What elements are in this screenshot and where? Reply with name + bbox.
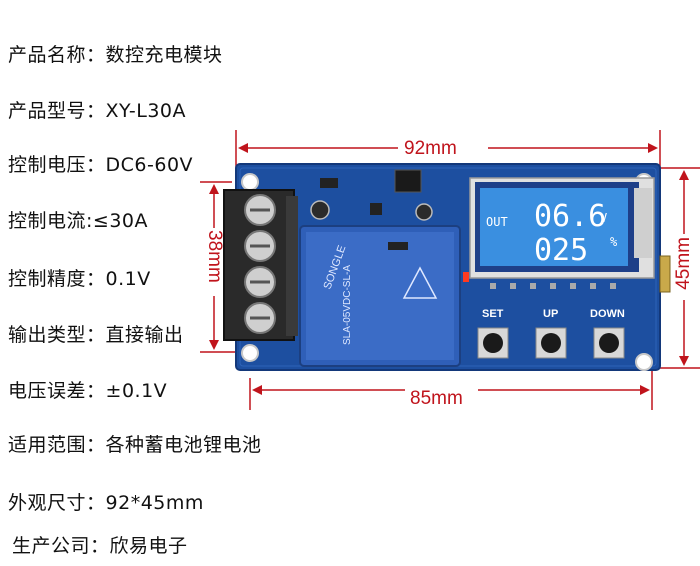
spec-value: XY-L30A — [105, 100, 187, 122]
mounting-hole — [241, 344, 259, 362]
dimension-right-height: 45mm — [673, 237, 694, 290]
spec-voltage-error: 电压误差：±0.1V — [8, 380, 168, 402]
spec-control-voltage: 控制电压：DC6-60V — [8, 154, 194, 176]
spec-label: 控制电流 — [8, 210, 87, 232]
spec-model: 产品型号：XY-L30A — [8, 100, 187, 122]
dimension-lines — [200, 130, 700, 410]
spec-value: DC6-60V — [105, 154, 194, 176]
relay: SONGLE SLA-05VDC-SL-A — [299, 225, 461, 367]
set-button-label: SET — [482, 308, 504, 320]
up-button-label: UP — [543, 308, 559, 320]
spec-product-name: 产品名称：数控充电模块 — [8, 44, 223, 66]
spec-label: 产品型号 — [8, 100, 87, 122]
spec-label: 产品名称 — [8, 44, 87, 66]
lcd-percent-unit: % — [610, 235, 618, 249]
up-button[interactable] — [535, 327, 567, 359]
led — [463, 272, 469, 282]
transistor — [370, 203, 382, 215]
spec-control-current: 控制电流:≤30A — [8, 210, 149, 232]
spec-label: 控制精度 — [8, 268, 87, 290]
spec-label: 生产公司 — [12, 535, 91, 557]
relay-model: SLA-05VDC-SL-A — [342, 265, 353, 345]
dimension-bottom-width: 85mm — [410, 388, 463, 409]
lcd-voltage-value: 06.6 — [534, 199, 606, 234]
dimension-left-height: 38mm — [204, 230, 225, 283]
resistor — [388, 242, 408, 250]
set-button[interactable] — [477, 327, 509, 359]
spec-value: 各种蓄电池锂电池 — [105, 434, 262, 456]
spec-value: ±0.1V — [105, 380, 168, 402]
diode — [320, 178, 338, 188]
spec-value: 欣易电子 — [109, 535, 188, 557]
lcd-screen — [480, 188, 628, 266]
spec-value: 直接输出 — [105, 324, 184, 346]
capacitor — [415, 203, 433, 221]
ic-chip — [394, 169, 422, 193]
spec-label: 输出类型 — [8, 324, 87, 346]
spec-size: 外观尺寸：92*45mm — [8, 492, 204, 514]
spec-label: 电压误差 — [8, 380, 87, 402]
down-button-label: DOWN — [590, 308, 625, 320]
down-button[interactable] — [593, 327, 625, 359]
spec-precision: 控制精度：0.1V — [8, 268, 151, 290]
spec-manufacturer: 生产公司：欣易电子 — [12, 535, 188, 557]
spec-value: 0.1V — [105, 268, 151, 290]
spec-output-type: 输出类型：直接输出 — [8, 324, 184, 346]
lcd-mode-text: OUT — [486, 215, 508, 229]
spec-application: 适用范围：各种蓄电池锂电池 — [8, 434, 262, 456]
terminal-block — [223, 189, 298, 341]
pin-header — [659, 255, 671, 293]
spec-value: 92*45mm — [105, 492, 204, 514]
lcd-percent-value: 025 — [534, 233, 588, 268]
spec-value: 数控充电模块 — [105, 44, 223, 66]
spec-label: 外观尺寸 — [8, 492, 87, 514]
spec-label: 控制电压 — [8, 154, 87, 176]
mounting-hole — [635, 353, 653, 371]
mounting-hole — [241, 173, 259, 191]
spec-label: 适用范围 — [8, 434, 87, 456]
capacitor — [310, 200, 330, 220]
spec-value: ≤30A — [92, 210, 149, 232]
lcd-voltage-unit: V — [600, 211, 607, 225]
dimension-top-width: 92mm — [404, 138, 457, 159]
lcd-module: OUT 06.6 V 025 % — [469, 177, 655, 289]
